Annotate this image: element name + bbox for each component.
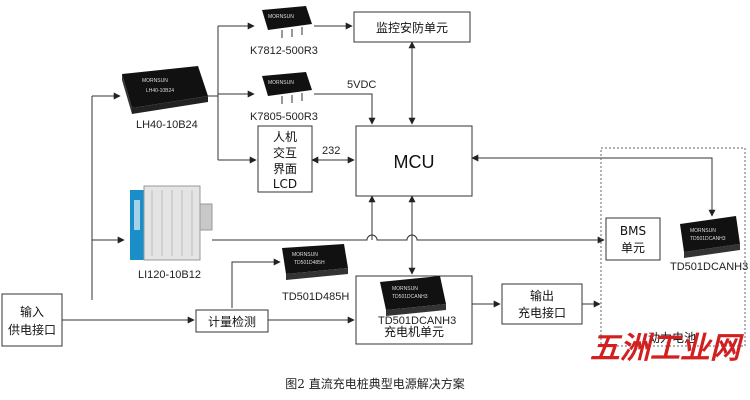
k7805-label: K7805-500R3 (250, 111, 318, 123)
svg-text:MORNSUN: MORNSUN (690, 228, 716, 234)
edge-meter-to-td485 (231, 258, 281, 308)
lh40-label: LH40-10B24 (136, 119, 198, 131)
k7805-module-image: MORNSUN (262, 72, 312, 104)
figure-caption: 图2 直流充电桩典型电源解决方案 (285, 376, 464, 391)
svg-text:MORNSUN: MORNSUN (268, 14, 294, 20)
svg-text:输入: 输入 (20, 304, 44, 319)
output-box: 输出 充电接口 (501, 283, 583, 325)
meter-box: 计量检测 (195, 309, 269, 333)
svg-text:TD501DCANH3: TD501DCANH3 (392, 294, 428, 300)
svg-text:LH40-10B24: LH40-10B24 (146, 88, 174, 94)
svg-text:TD501DCANH3: TD501DCANH3 (690, 236, 726, 242)
svg-text:监控安防单元: 监控安防单元 (376, 20, 448, 35)
monitor-box: 监控安防单元 (353, 11, 471, 43)
svg-text:单元: 单元 (621, 241, 645, 255)
label-5vdc: 5VDC (347, 79, 376, 91)
svg-text:MCU: MCU (394, 152, 435, 172)
tdcan-charger-label: TD501DCANH3 (378, 315, 456, 327)
svg-text:MORNSUN: MORNSUN (392, 286, 418, 292)
svg-text:供电接口: 供电接口 (8, 322, 56, 337)
svg-text:LCD: LCD (273, 177, 297, 191)
battery-region (600, 147, 746, 347)
svg-text:计量检测: 计量检测 (208, 314, 256, 329)
svg-text:BMS: BMS (620, 224, 646, 238)
watermark: 五洲工业网 (590, 331, 744, 366)
td485-label: TD501D485H (282, 291, 349, 303)
tdcan-bms-label: TD501DCANH3 (670, 261, 748, 273)
edge-mcu-bms (471, 154, 716, 217)
svg-text:MORNSUN: MORNSUN (142, 78, 168, 84)
connections (62, 22, 716, 324)
label-232: 232 (322, 145, 340, 157)
battery-label: 动力电池 (648, 331, 696, 345)
tdcan-bms-module-image: MORNSUN TD501DCANH3 (680, 216, 740, 258)
mcu-box: MCU (355, 125, 473, 197)
svg-text:人机: 人机 (273, 130, 297, 144)
svg-text:MORNSUN: MORNSUN (268, 80, 294, 86)
bms-box: BMS 单元 (605, 217, 661, 261)
svg-text:充电接口: 充电接口 (518, 305, 566, 320)
edge-k7805-to-mcu (314, 93, 376, 125)
k7812-label: K7812-500R3 (250, 45, 318, 57)
svg-text:TD501D485H: TD501D485H (294, 260, 325, 266)
hmi-box: 人机 交互 界面 LCD (257, 125, 313, 193)
li120-module-image (130, 185, 213, 261)
input-box: 输入 供电接口 (1, 293, 63, 347)
td485-module-image: MORNSUN TD501D485H (282, 244, 348, 280)
svg-text:界面: 界面 (273, 162, 297, 176)
svg-text:充电机单元: 充电机单元 (384, 324, 444, 339)
svg-text:MORNSUN: MORNSUN (292, 252, 318, 258)
k7812-module-image: MORNSUN (262, 6, 312, 38)
svg-text:交互: 交互 (273, 145, 297, 160)
li120-label: LI120-10B12 (138, 269, 201, 281)
lh40-module-image: MORNSUN LH40-10B24 (122, 66, 208, 114)
edge-li120-to-bms (212, 234, 605, 244)
tdcan-charger-module-image: MORNSUN TD501DCANH3 (380, 276, 446, 316)
svg-text:输出: 输出 (530, 288, 554, 303)
